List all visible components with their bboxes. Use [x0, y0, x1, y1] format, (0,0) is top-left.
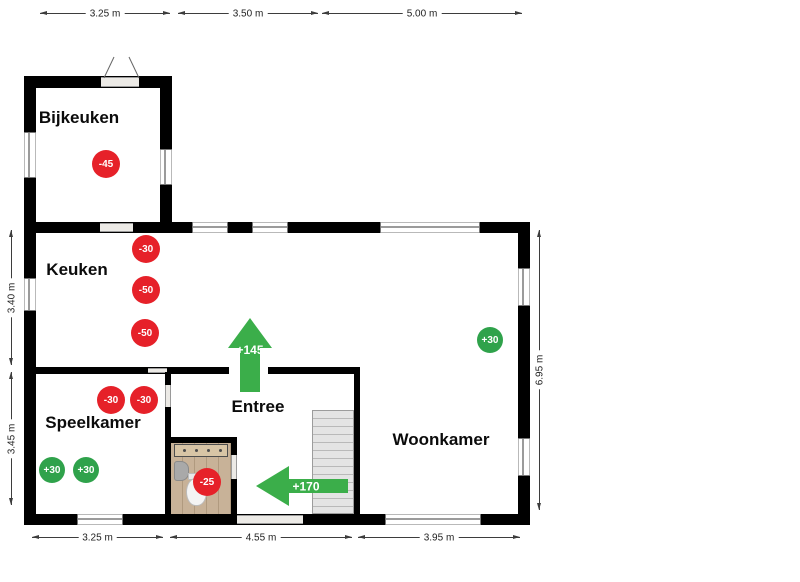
dimension-label: 3.25 m	[78, 532, 117, 544]
dimension-left-1: 3.40 m	[6, 230, 18, 365]
measurement-badge[interactable]: -50	[132, 276, 160, 304]
dimension-label: 3.25 m	[85, 8, 125, 20]
measurement-badge[interactable]: +30	[39, 457, 65, 483]
window	[518, 268, 530, 306]
sink	[174, 461, 189, 481]
measurement-badge[interactable]: +30	[73, 457, 99, 483]
wall	[30, 367, 360, 374]
wall	[354, 372, 360, 514]
room-label-bijkeuken: Bijkeuken	[38, 108, 120, 127]
flow-arrow-left[interactable]: +170	[256, 466, 348, 506]
svg-text:+170: +170	[292, 480, 319, 494]
door-opening	[101, 77, 139, 87]
dimension-left-2: 3.45 m	[6, 372, 18, 505]
dimension-top-3: 5.00 m	[322, 8, 522, 20]
dimension-bottom-3: 3.95 m	[358, 532, 520, 544]
measurement-badge[interactable]: -30	[97, 386, 125, 414]
measurement-badge[interactable]: +30	[477, 327, 503, 353]
window	[77, 514, 123, 525]
door-opening	[165, 385, 171, 407]
wall	[165, 437, 237, 443]
dimension-label: 4.55 m	[241, 532, 281, 544]
door-opening	[100, 223, 133, 232]
window	[252, 222, 288, 233]
dimension-label: 5.00 m	[402, 8, 442, 20]
dimension-top-2: 3.50 m	[178, 8, 318, 20]
window	[518, 438, 530, 476]
dimension-label: 3.40 m	[6, 278, 18, 317]
bathroom-counter	[174, 444, 228, 457]
flow-arrow-up[interactable]: +145	[228, 318, 272, 392]
measurement-badge[interactable]: -30	[130, 386, 158, 414]
stairs	[312, 410, 354, 514]
dimension-top-1: 3.25 m	[40, 8, 170, 20]
measurement-badge[interactable]: -45	[92, 150, 120, 178]
dimension-label: 3.95 m	[419, 532, 459, 544]
svg-text:+145: +145	[236, 343, 263, 357]
room-label-woonkamer: Woonkamer	[392, 430, 490, 449]
wall	[165, 372, 171, 514]
dimension-bottom-2: 4.55 m	[170, 532, 352, 544]
door-swing-lines	[103, 56, 140, 79]
dimension-right-1: 6.95 m	[534, 230, 546, 510]
window	[160, 149, 172, 185]
room-label-speelkamer: Speelkamer	[45, 413, 141, 432]
dimension-label: 3.45 m	[6, 419, 18, 458]
window	[380, 222, 480, 233]
room-label-entree: Entree	[231, 397, 285, 416]
window	[24, 278, 36, 311]
door-opening	[231, 455, 237, 479]
window	[192, 222, 228, 233]
dimension-label: 6.95 m	[534, 350, 546, 390]
dimension-label: 3.50 m	[228, 8, 268, 20]
measurement-badge[interactable]: -25	[193, 468, 221, 496]
measurement-badge[interactable]: -30	[132, 235, 160, 263]
door-opening	[148, 368, 167, 373]
measurement-badge[interactable]: -50	[131, 319, 159, 347]
dimension-bottom-1: 3.25 m	[32, 532, 163, 544]
room-label-keuken: Keuken	[46, 260, 108, 279]
window	[24, 132, 36, 178]
front-door	[237, 515, 303, 524]
window	[385, 514, 481, 525]
